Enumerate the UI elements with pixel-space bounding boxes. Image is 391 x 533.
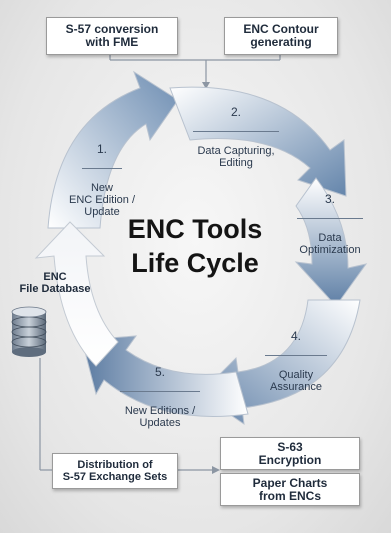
top-connector-arrowhead xyxy=(202,82,210,89)
distribution-label: Distribution of S-57 Exchange Sets xyxy=(62,459,168,483)
stage-5-label: 5. New Editions / Updates xyxy=(112,354,208,429)
s63-encryption-box: S-63 Encryption xyxy=(220,437,360,470)
stage-5-number: 5. xyxy=(154,365,165,379)
s57-conversion-box: S-57 conversion with FME xyxy=(46,17,178,55)
stage-3-arrow xyxy=(294,177,368,307)
distribution-arrowhead xyxy=(212,466,220,474)
stage-2-text: Data Capturing, Editing xyxy=(197,145,275,169)
return-arrow xyxy=(34,221,119,367)
diagram-title: ENC Tools Life Cycle xyxy=(127,214,263,278)
stage-1-number: 1. xyxy=(96,142,107,156)
stage-5-arrow xyxy=(81,335,249,417)
stage-2-label: 2. Data Capturing, Editing xyxy=(184,94,288,169)
stage-3-number: 3. xyxy=(324,192,335,206)
distribution-connector xyxy=(39,358,214,471)
stage-1-label: 1. New ENC Edition / Update xyxy=(66,131,138,218)
s63-encryption-label: S-63 Encryption xyxy=(258,439,322,467)
stage-2-number: 2. xyxy=(230,105,241,119)
top-connector xyxy=(109,53,281,83)
distribution-box: Distribution of S-57 Exchange Sets xyxy=(52,453,178,489)
stage-1-arrow xyxy=(47,70,179,229)
stage-4-label: 4. Quality Assurance xyxy=(254,318,338,393)
stage-3-text: Data Optimization xyxy=(299,232,361,256)
s57-conversion-label: S-57 conversion with FME xyxy=(65,22,159,49)
stage-2-arrow xyxy=(169,86,347,197)
paper-charts-label: Paper Charts from ENCs xyxy=(252,475,328,503)
database-icon xyxy=(11,306,47,357)
stage-1-text: New ENC Edition / Update xyxy=(68,182,136,218)
stage-4-text: Quality Assurance xyxy=(270,369,322,393)
stage-3-label: 3. Data Optimization xyxy=(292,181,368,256)
stage-5-text: New Editions / Updates xyxy=(124,405,196,429)
enc-contour-box: ENC Contour generating xyxy=(224,17,338,55)
enc-contour-label: ENC Contour generating xyxy=(243,22,319,49)
paper-charts-box: Paper Charts from ENCs xyxy=(220,473,360,506)
database-label: ENC File Database xyxy=(19,271,91,295)
stage-4-number: 4. xyxy=(290,329,301,343)
